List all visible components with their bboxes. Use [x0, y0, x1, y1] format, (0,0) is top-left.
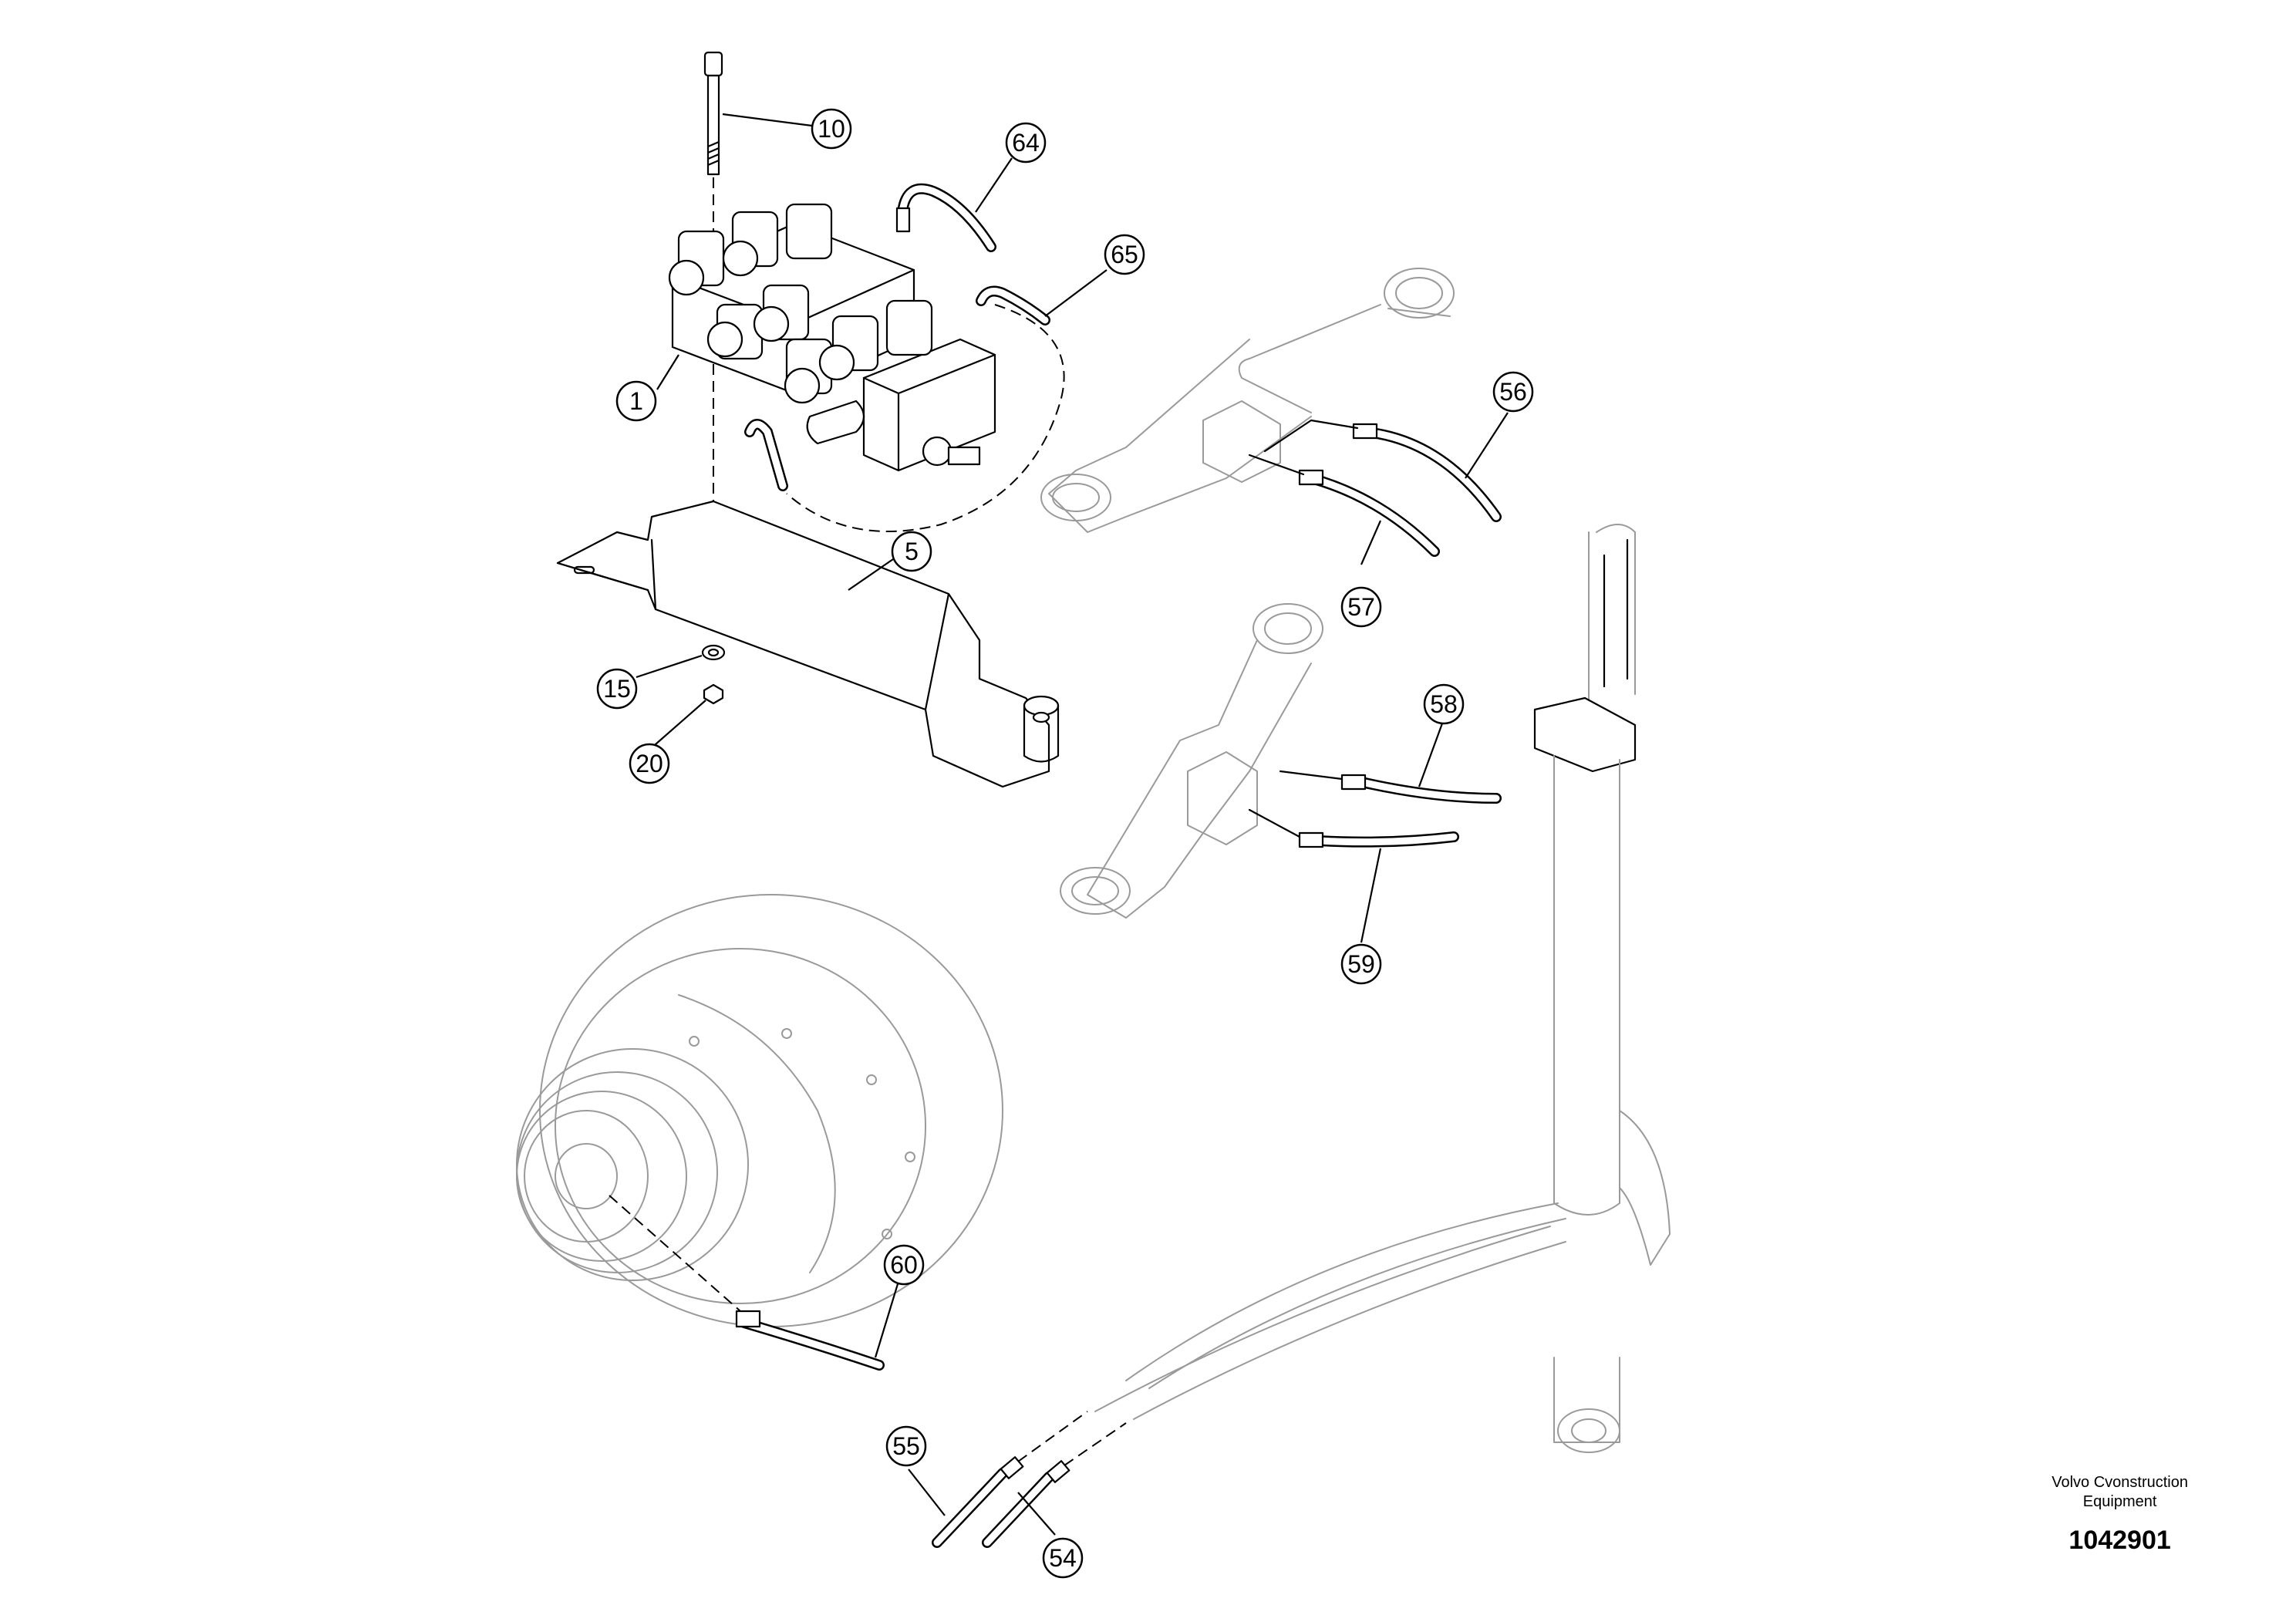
callout-label: 10 [818, 115, 845, 143]
pump-pulley-ghost [516, 894, 1003, 1327]
callout-label: 57 [1347, 593, 1375, 621]
callout-55: 55 [885, 1425, 927, 1467]
callout-label: 60 [890, 1251, 918, 1279]
brand-line-2: Equipment [2082, 1493, 2157, 1510]
callout-65: 65 [1104, 234, 1145, 275]
nut-part [703, 683, 724, 705]
callout-label: 65 [1111, 241, 1138, 268]
callout-label: 5 [905, 538, 919, 565]
hose-65-part [976, 285, 1050, 325]
callout-label: 1 [629, 387, 643, 415]
callout-60: 60 [883, 1244, 925, 1286]
hose-56-part [1263, 419, 1502, 522]
middle-cylinder-ghost [1060, 603, 1323, 919]
callout-1: 1 [615, 380, 657, 422]
hose-60-part [609, 1195, 885, 1371]
upper-cylinder-ghost [1040, 268, 1455, 533]
callout-5: 5 [891, 531, 932, 572]
hose-64-part [895, 183, 996, 252]
callout-label: 15 [603, 675, 631, 703]
callout-64: 64 [1005, 122, 1047, 164]
drawing-footer: Volvo Cvonstruction Equipment 1042901 [2052, 1473, 2188, 1556]
callout-label: 54 [1049, 1544, 1077, 1572]
callout-label: 64 [1012, 129, 1040, 157]
callout-58: 58 [1423, 683, 1465, 725]
hose-route-dashed [786, 304, 1065, 532]
hose-58-part [1279, 770, 1502, 804]
callout-15: 15 [596, 668, 638, 710]
drawing-number: 1042901 [2068, 1526, 2171, 1555]
callout-59: 59 [1340, 943, 1382, 985]
valve-block-part [668, 203, 996, 472]
leader-lines [636, 113, 1509, 1536]
washer-part [701, 644, 726, 661]
vertical-arm-ghost [1533, 524, 1671, 1453]
hose-59-part [1248, 808, 1459, 848]
callout-56: 56 [1492, 371, 1534, 413]
callout-label: 55 [892, 1432, 920, 1460]
bracket-part [556, 500, 1060, 788]
callout-57: 57 [1340, 586, 1382, 628]
hose-54-part [982, 1422, 1127, 1548]
callout-label: 20 [636, 750, 663, 777]
hose-fitting-part [744, 419, 788, 491]
callout-label: 58 [1430, 690, 1458, 718]
callout-54: 54 [1042, 1537, 1084, 1579]
hose-bundle-ghost [1094, 1202, 1566, 1420]
callout-label: 59 [1347, 950, 1375, 978]
brand-line-1: Volvo Cvonstruction [2052, 1474, 2188, 1491]
callout-label: 56 [1499, 378, 1527, 406]
hose-55-part [932, 1411, 1088, 1548]
callout-10: 10 [811, 108, 852, 150]
callout-20: 20 [629, 743, 670, 784]
hose-57-part [1248, 454, 1440, 557]
